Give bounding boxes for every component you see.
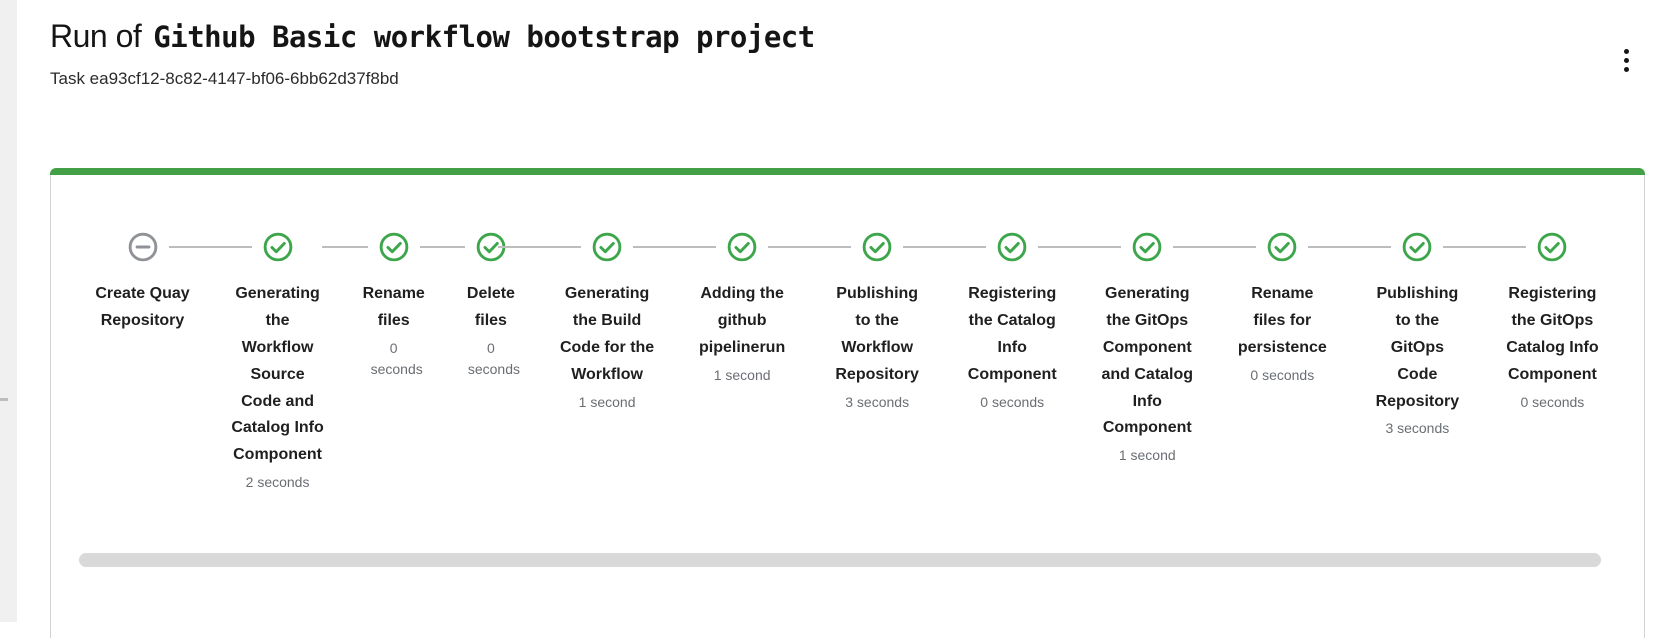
step-label: Publishing to the Workflow Repository	[829, 281, 925, 389]
step-label: Rename files	[354, 281, 434, 335]
horizontal-scrollbar	[75, 553, 1604, 567]
step-duration: 3 seconds	[1372, 418, 1463, 440]
card-accent-bar	[50, 168, 1645, 175]
step-duration: 2 seconds	[232, 472, 323, 494]
kebab-icon	[1624, 58, 1629, 63]
step-duration: 0 seconds	[468, 338, 514, 381]
check-circle-icon	[997, 232, 1027, 262]
step[interactable]: Publishing to the GitOps Code Repository…	[1350, 232, 1485, 440]
step-connector	[1308, 246, 1391, 248]
step-label: Generating the Workflow Source Code and …	[230, 281, 326, 469]
step[interactable]: Rename files for persistence 0 seconds	[1215, 232, 1350, 386]
step-connector	[1173, 246, 1256, 248]
page-title-entity: Github Basic workflow bootstrap project	[153, 20, 814, 54]
check-circle-icon	[263, 232, 293, 262]
page-title-prefix: Run of	[50, 18, 141, 55]
step-connector	[768, 246, 851, 248]
check-circle-icon	[727, 232, 757, 262]
left-rail	[0, 0, 17, 622]
step-label: Publishing to the GitOps Code Repository	[1369, 281, 1465, 415]
step-label: Registering the GitOps Catalog Info Comp…	[1504, 281, 1600, 389]
step-connector	[169, 246, 252, 248]
check-circle-icon	[1402, 232, 1432, 262]
step[interactable]: Publishing to the Workflow Repository 3 …	[810, 232, 945, 413]
step-label: Registering the Catalog Info Component	[964, 281, 1060, 389]
scrollbar-thumb[interactable]	[79, 553, 1601, 567]
step-connector	[322, 246, 367, 248]
step[interactable]: Registering the GitOps Catalog Info Comp…	[1485, 232, 1620, 413]
check-circle-icon	[1267, 232, 1297, 262]
check-circle-icon	[1537, 232, 1567, 262]
step[interactable]: Generating the Workflow Source Code and …	[210, 232, 345, 494]
step[interactable]: Rename files 0 seconds	[345, 232, 442, 381]
step-duration: 1 second	[562, 392, 653, 414]
step-duration: 0 seconds	[1507, 392, 1598, 414]
check-circle-icon	[379, 232, 409, 262]
page-header: Run of Github Basic workflow bootstrap p…	[0, 0, 1666, 89]
progress-stepper: Create Quay Repository Generating the Wo…	[51, 175, 1644, 494]
kebab-icon	[1624, 67, 1629, 72]
step-label: Delete files	[451, 281, 531, 335]
step-connector	[1443, 246, 1526, 248]
step-connector	[633, 246, 716, 248]
task-id: Task ea93cf12-8c82-4147-bf06-6bb62d37f8b…	[50, 69, 1616, 89]
drawer-resize-handle[interactable]	[0, 398, 8, 401]
workflow-progress-card: Create Quay Repository Generating the Wo…	[50, 168, 1645, 638]
kebab-menu-button[interactable]	[1608, 42, 1644, 78]
check-circle-icon	[592, 232, 622, 262]
step-label: Generating the GitOps Component and Cata…	[1099, 281, 1195, 442]
step-label: Create Quay Repository	[95, 281, 191, 335]
step-duration: 1 second	[697, 365, 788, 387]
step-duration: 3 seconds	[832, 392, 923, 414]
page-title: Run of Github Basic workflow bootstrap p…	[50, 18, 1616, 55]
step-duration: 1 second	[1102, 445, 1193, 467]
step-connector	[498, 246, 581, 248]
minus-circle-icon	[128, 232, 158, 262]
step-connector	[903, 246, 986, 248]
step-label: Adding the github pipelinerun	[694, 281, 790, 362]
step[interactable]: Generating the Build Code for the Workfl…	[540, 232, 675, 413]
step[interactable]: Adding the github pipelinerun 1 second	[675, 232, 810, 386]
check-circle-icon	[1132, 232, 1162, 262]
kebab-icon	[1624, 49, 1629, 54]
step-duration: 0 seconds	[967, 392, 1058, 414]
step-duration: 0 seconds	[1237, 365, 1328, 387]
step-label: Rename files for persistence	[1234, 281, 1330, 362]
step-label: Generating the Build Code for the Workfl…	[559, 281, 655, 389]
step[interactable]: Generating the GitOps Component and Cata…	[1080, 232, 1215, 467]
step[interactable]: Registering the Catalog Info Component 0…	[945, 232, 1080, 413]
step-duration: 0 seconds	[371, 338, 417, 381]
check-circle-icon	[862, 232, 892, 262]
step-connector	[420, 246, 465, 248]
step-connector	[1038, 246, 1121, 248]
step[interactable]: Delete files 0 seconds	[442, 232, 539, 381]
